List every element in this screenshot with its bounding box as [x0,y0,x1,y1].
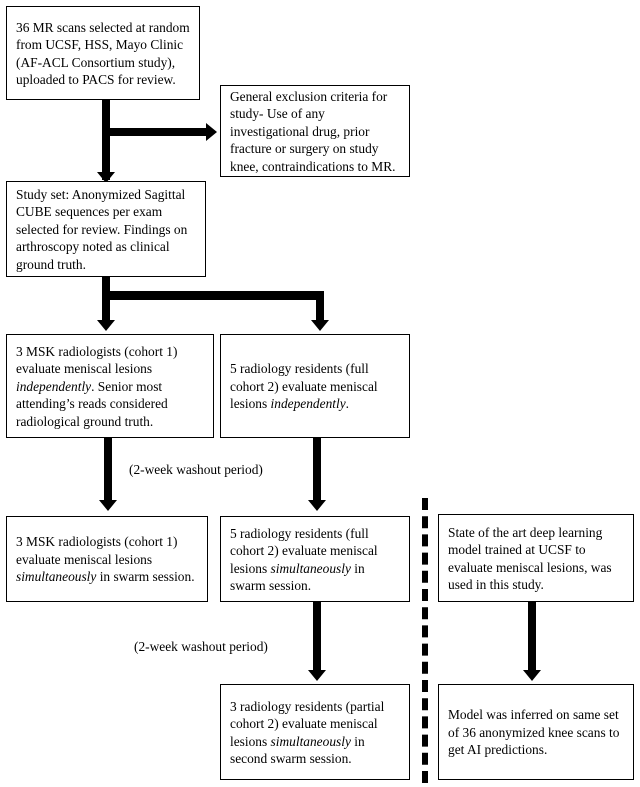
residents-second-swarm-pre: 3 radiology residents (partial cohort 2)… [230,698,385,749]
arrow-to-exclusion [206,123,217,141]
box-msk-independent: 3 MSK radiologists (cohort 1) evaluate m… [6,334,214,438]
box-residents-independent: 5 radiology residents (full cohort 2) ev… [220,334,410,438]
arrow-msk-washout1 [99,500,117,511]
box-residents-swarm: 5 radiology residents (full cohort 2) ev… [220,516,410,602]
box-residents-second-swarm: 3 radiology residents (partial cohort 2)… [220,684,410,780]
arrow-scans-to-studyset [97,172,115,183]
residents-swarm-pre: 5 radiology residents (full cohort 2) ev… [230,525,378,576]
msk-swarm-post: in swarm session. [96,569,195,585]
box-residents-swarm-text: 5 radiology residents (full cohort 2) ev… [230,525,400,595]
box-residents-second-swarm-text: 3 radiology residents (partial cohort 2)… [230,698,400,768]
connector-residents-washout2 [313,602,321,674]
box-exclusion-criteria: General exclusion criteria for study- Us… [220,85,410,177]
connector-ai-model-to-inference [528,602,536,674]
box-msk-independent-text: 3 MSK radiologists (cohort 1) evaluate m… [16,343,204,430]
arrow-ai-model-to-inference [523,670,541,681]
msk-independent-post: . Senior most attending’s reads consider… [16,378,168,429]
box-msk-swarm-text: 3 MSK radiologists (cohort 1) evaluate m… [16,533,198,585]
arrow-fork-right [311,320,329,331]
label-washout-2: (2-week washout period) [134,639,268,654]
box-ai-model-text: State of the art deep learning model tra… [448,524,612,592]
connector-msk-washout1 [104,438,112,504]
box-ai-inference-text: Model was inferred on same set of 36 ano… [448,707,620,758]
residents-independent-emphasis: independently [270,396,346,412]
residents-swarm-emphasis: simultaneously [270,560,351,576]
label-washout-1: (2-week washout period) [129,462,263,477]
box-mr-scans: 36 MR scans selected at random from UCSF… [6,6,200,100]
box-study-set: Study set: Anonymized Sagittal CUBE sequ… [6,181,206,277]
msk-swarm-emphasis: simultaneously [16,569,97,585]
box-residents-independent-text: 5 radiology residents (full cohort 2) ev… [230,360,400,412]
box-ai-inference: Model was inferred on same set of 36 ano… [438,684,634,780]
box-msk-swarm: 3 MSK radiologists (cohort 1) evaluate m… [6,516,208,602]
box-ai-model: State of the art deep learning model tra… [438,514,634,602]
residents-second-swarm-post: in second swarm session. [230,733,365,766]
connector-fork-right-arm [316,291,324,326]
connector-branch-to-exclusion [102,128,210,136]
residents-second-swarm-emphasis: simultaneously [270,733,351,749]
arrow-fork-left [97,320,115,331]
msk-swarm-pre: 3 MSK radiologists (cohort 1) evaluate m… [16,534,178,567]
connector-fork-left-arm [102,291,110,326]
connector-fork-bar [102,291,324,300]
connector-stem-scans-to-studyset [102,100,110,180]
msk-independent-pre: 3 MSK radiologists (cohort 1) evaluate m… [16,343,178,377]
residents-independent-pre: 5 radiology residents (full cohort 2) ev… [230,361,378,412]
divider-dashed-ai-branch [422,498,428,783]
residents-independent-post: . [345,396,350,412]
box-exclusion-criteria-text: General exclusion criteria for study- Us… [230,88,396,174]
arrow-residents-washout1 [308,500,326,511]
residents-swarm-post: in swarm session. [230,560,365,593]
connector-stem-studyset [102,277,110,299]
msk-independent-emphasis: independently [16,378,92,394]
connector-residents-washout1 [313,438,321,504]
box-study-set-text: Study set: Anonymized Sagittal CUBE sequ… [16,186,188,272]
box-mr-scans-text: 36 MR scans selected at random from UCSF… [16,19,190,87]
arrow-residents-washout2 [308,670,326,681]
